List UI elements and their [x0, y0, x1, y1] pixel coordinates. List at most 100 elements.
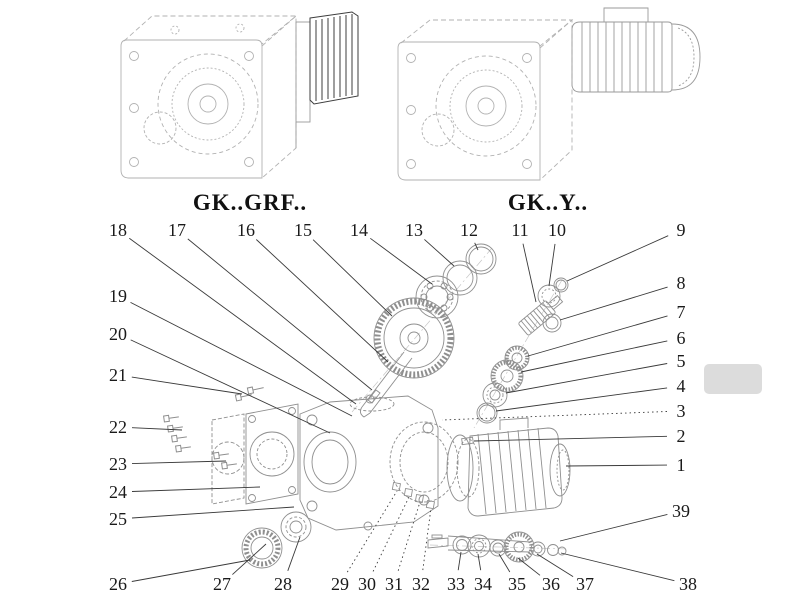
part-number-22: 22 — [109, 417, 127, 437]
intermediate-gears — [490, 345, 530, 393]
y-motor-drawing — [571, 7, 701, 93]
part-number-21: 21 — [109, 365, 127, 385]
part-number-3: 3 — [677, 401, 686, 421]
retaining-rings — [442, 243, 497, 296]
leader-line-part-11 — [522, 243, 537, 303]
part-number-15: 15 — [294, 220, 312, 240]
part-number-17: 17 — [168, 220, 186, 240]
leader-line-part-38 — [560, 552, 675, 582]
grf-main-gear — [157, 53, 259, 155]
part-number-1: 1 — [677, 455, 686, 475]
motor-shaft-set — [427, 531, 567, 563]
leader-line-part-24 — [131, 486, 261, 492]
leader-line-part-36 — [517, 557, 541, 576]
part-number-35: 35 — [508, 574, 526, 594]
electric-motor — [446, 417, 571, 517]
part-number-12: 12 — [460, 220, 478, 240]
leader-line-part-25 — [131, 506, 295, 519]
leader-line-part-14 — [370, 237, 433, 285]
part-number-28: 28 — [274, 574, 292, 594]
part-number-4: 4 — [677, 376, 686, 396]
leader-line-part-20 — [130, 339, 331, 434]
exploded-view-drawing — [163, 243, 571, 569]
part-number-30: 30 — [358, 574, 376, 594]
motor-shaft-key — [461, 436, 474, 446]
part-number-23: 23 — [109, 454, 127, 474]
leader-line-part-32 — [422, 507, 432, 571]
leader-line-part-30 — [372, 496, 410, 572]
part-number-2: 2 — [677, 426, 686, 446]
part-number-6: 6 — [677, 328, 686, 348]
leader-line-part-21 — [131, 376, 243, 395]
leader-line-part-22 — [131, 427, 183, 431]
lower-bearing-and-seal — [476, 382, 508, 424]
leader-line-part-13 — [424, 239, 455, 267]
part-number-13: 13 — [405, 220, 423, 240]
gearbox-y-drawing — [397, 19, 574, 181]
leader-line-part-1 — [565, 464, 668, 467]
part-number-7: 7 — [677, 302, 686, 322]
grf-input-cover — [309, 11, 359, 105]
leader-line-part-18 — [129, 237, 357, 405]
part-number-8: 8 — [677, 273, 686, 293]
leader-line-part-10 — [548, 243, 556, 287]
leader-line-part-26 — [131, 559, 251, 582]
leader-line-part-16 — [255, 239, 389, 363]
part-number-20: 20 — [109, 324, 127, 344]
part-number-37: 37 — [576, 574, 594, 594]
part-number-26: 26 — [109, 574, 127, 594]
leader-line-part-28 — [287, 536, 301, 571]
motor-fan-cover — [549, 443, 571, 497]
leader-line-part-12 — [474, 242, 479, 251]
part-number-11: 11 — [511, 220, 528, 240]
leader-line-part-39 — [559, 513, 668, 542]
gearbox-grf-drawing — [120, 15, 311, 179]
part-number-25: 25 — [109, 509, 127, 529]
leader-line-part-5 — [505, 363, 668, 394]
watermark — [704, 364, 762, 394]
leader-line-part-34 — [477, 553, 482, 571]
part-number-18: 18 — [109, 220, 127, 240]
part-number-16: 16 — [237, 220, 255, 240]
part-number-9: 9 — [677, 220, 686, 240]
leader-line-part-35 — [498, 553, 511, 573]
leader-line-part-19 — [130, 301, 353, 417]
leader-line-part-9 — [566, 235, 669, 282]
part-number-32: 32 — [412, 574, 430, 594]
model-label-y: GK..Y.. — [507, 190, 589, 215]
leader-line-part-37 — [536, 553, 574, 577]
part-number-24: 24 — [109, 482, 127, 502]
leader-line-part-29 — [346, 490, 398, 573]
leader-line-part-4 — [495, 387, 668, 412]
part-number-14: 14 — [350, 220, 368, 240]
part-number-29: 29 — [331, 574, 349, 594]
leader-line-part-7 — [527, 315, 668, 357]
model-label-grf: GK..GRF.. — [192, 190, 308, 215]
part-number-19: 19 — [109, 286, 127, 306]
leader-line-part-33 — [457, 551, 462, 571]
part-number-36: 36 — [542, 574, 560, 594]
leader-line-part-23 — [131, 460, 227, 465]
part-number-10: 10 — [548, 220, 566, 240]
part-number-31: 31 — [385, 574, 403, 594]
main-gear-and-shaft — [359, 297, 455, 418]
leader-line-part-17 — [187, 238, 373, 391]
leader-line-part-27 — [232, 543, 267, 575]
leader-line-part-15 — [312, 239, 393, 317]
leader-line-part-8 — [559, 286, 668, 321]
cover-plate-and-gasket — [211, 403, 299, 505]
part-number-5: 5 — [677, 351, 686, 371]
output-bearing-set — [241, 511, 312, 569]
part-number-33: 33 — [447, 574, 465, 594]
leader-line-part-3 — [441, 411, 668, 421]
leader-line-part-6 — [520, 340, 668, 373]
part-number-38: 38 — [679, 574, 697, 594]
flange-nuts — [391, 482, 435, 510]
gearbox-housing — [299, 394, 459, 531]
part-number-27: 27 — [213, 574, 231, 594]
y-motor-fan-cowl — [671, 23, 701, 91]
part-number-39: 39 — [672, 501, 690, 521]
